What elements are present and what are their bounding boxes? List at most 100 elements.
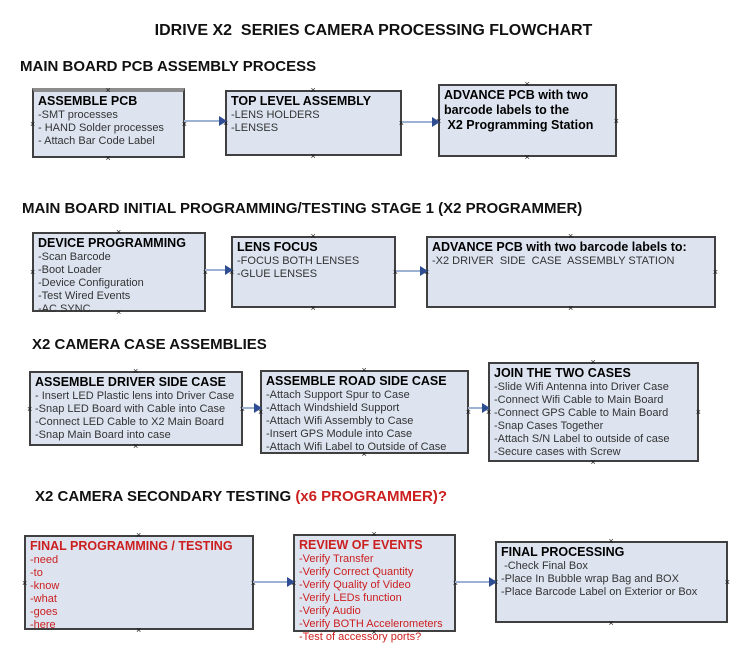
box-line: -here — [30, 619, 56, 631]
box-line: -Attach Support Spur to Case — [266, 389, 410, 401]
connection-anchor-icon: × — [310, 85, 316, 95]
connection-anchor-icon: × — [202, 267, 208, 277]
connection-anchor-icon: × — [310, 231, 316, 241]
arrow-head-icon — [219, 116, 227, 126]
flow-arrow-4 — [396, 266, 428, 276]
heading-red-part: (x6 PROGRAMMER)? — [295, 488, 447, 505]
box-line: -Verify BOTH Accelerometers — [299, 618, 443, 630]
flow-box-assemble-road-side-case: × × × × ASSEMBLE ROAD SIDE CASE -Attach … — [258, 366, 471, 459]
connection-anchor-icon: × — [524, 152, 530, 162]
box-line: -LENS HOLDERS — [231, 109, 320, 121]
box-line: -Attach S/N Label to outside of case — [494, 433, 670, 445]
section-heading-case-assemblies: X2 CAMERA CASE ASSEMBLIES — [32, 336, 267, 353]
box-line: -Test Wired Events — [38, 290, 131, 302]
flow-arrow-6 — [468, 403, 490, 413]
box-title: TOP LEVEL ASSEMBLY — [231, 94, 372, 108]
flow-box-final-programming-testing: × × × × FINAL PROGRAMMING / TESTING -nee… — [22, 531, 256, 635]
connection-anchor-icon: × — [568, 303, 574, 313]
box-line: - Insert LED Plastic lens into Driver Ca… — [35, 390, 235, 402]
box-line: -Verify Transfer — [299, 553, 374, 565]
box-line: -X2 DRIVER SIDE CASE ASSEMBLY STATION — [432, 255, 675, 267]
box-line: -Snap Cases Together — [494, 420, 604, 432]
flow-arrow-5 — [242, 403, 262, 413]
box-title: DEVICE PROGRAMMING — [38, 236, 186, 250]
section-heading-secondary-testing: X2 CAMERA SECONDARY TESTING (x6 PROGRAMM… — [35, 488, 447, 505]
box-line: -SMT processes — [38, 109, 118, 121]
connection-anchor-icon: × — [136, 625, 142, 635]
box-line: -Place Barcode Label on Exterior or Box — [501, 586, 698, 598]
arrow-head-icon — [254, 403, 262, 413]
box-line: -need — [30, 554, 59, 566]
flow-box-device-programming: × × × × DEVICE PROGRAMMING -Scan Barcode… — [30, 228, 208, 317]
connection-anchor-icon: × — [133, 441, 139, 451]
flow-box-advance-pcb-driver-side: × × × × ADVANCE PCB with two barcode lab… — [424, 232, 718, 313]
box-line: -Device Configuration — [38, 277, 144, 289]
box-line: -LENSES — [231, 122, 279, 134]
box-line: -FOCUS BOTH LENSES — [237, 255, 360, 267]
box-line: -Secure cases with Screw — [494, 446, 621, 458]
connection-anchor-icon: × — [452, 578, 458, 588]
flow-box-assemble-driver-side-case: × × × × ASSEMBLE DRIVER SIDE CASE - Inse… — [27, 367, 245, 451]
box-line: -goes — [30, 606, 58, 618]
section-heading-initial-programming: MAIN BOARD INITIAL PROGRAMMING/TESTING S… — [22, 200, 583, 217]
connection-anchor-icon: × — [310, 151, 316, 161]
connection-anchor-icon: × — [371, 627, 377, 637]
flow-arrow-1 — [184, 116, 227, 126]
box-line: -Snap LED Board with Cable into Case — [35, 403, 226, 415]
arrow-head-icon — [482, 403, 490, 413]
connection-anchor-icon: × — [105, 85, 111, 95]
connection-anchor-icon: × — [22, 577, 28, 588]
box-title: REVIEW OF EVENTS — [299, 538, 423, 552]
box-line: -GLUE LENSES — [237, 268, 318, 280]
box-title: JOIN THE TWO CASES — [494, 366, 631, 380]
box-line: -Connect GPS Cable to Main Board — [494, 407, 669, 419]
box-line: -Attach Windshield Support — [266, 402, 400, 414]
arrow-head-icon — [489, 577, 497, 587]
connection-anchor-icon: × — [30, 267, 36, 277]
connection-anchor-icon: × — [695, 407, 701, 417]
connection-anchor-icon: × — [136, 530, 142, 540]
flow-arrow-8 — [455, 577, 497, 587]
box-line: -Attach Wifi Label to Outside of Case — [266, 441, 447, 453]
connection-anchor-icon: × — [613, 115, 619, 126]
box-line: -Connect LED Cable to X2 Main Board — [35, 416, 224, 428]
flow-box-final-processing: × × × × FINAL PROCESSING -Check Final Bo… — [493, 537, 730, 628]
box-line: -Test of accessory ports? — [299, 631, 422, 643]
connection-anchor-icon: × — [724, 577, 730, 587]
flow-arrow-7 — [253, 577, 295, 587]
section-heading-pcb-assembly: MAIN BOARD PCB ASSEMBLY PROCESS — [20, 58, 317, 75]
flow-arrow-3 — [205, 265, 233, 275]
connection-anchor-icon: × — [116, 307, 122, 317]
connection-anchor-icon: × — [30, 119, 36, 129]
box-line: -to — [30, 567, 43, 579]
box-line: -Verify Correct Quantity — [299, 566, 414, 578]
connection-anchor-icon: × — [116, 227, 122, 237]
connection-anchor-icon: × — [398, 118, 404, 128]
box-title: LENS FOCUS — [237, 240, 318, 254]
connection-anchor-icon: × — [712, 267, 718, 277]
connection-anchor-icon: × — [361, 365, 367, 375]
box-line: -know — [30, 580, 60, 592]
connection-anchor-icon: × — [392, 267, 398, 277]
box-line: -Slide Wifi Antenna into Driver Case — [494, 381, 669, 393]
flow-box-top-level-assembly: × × × × TOP LEVEL ASSEMBLY -LENS HOLDERS… — [223, 86, 404, 161]
connection-anchor-icon: × — [524, 79, 530, 89]
connection-anchor-icon: × — [371, 529, 377, 539]
page-title: IDRIVE X2 SERIES CAMERA PROCESSING FLOWC… — [154, 22, 593, 39]
box-line: -Snap Main Board into case — [35, 429, 171, 441]
box-line: -AC SYNC — [38, 303, 91, 315]
flow-arrow-2 — [402, 117, 440, 127]
box-line: -Verify LEDs function — [299, 592, 402, 604]
connection-anchor-icon: × — [590, 457, 596, 467]
box-line: -Boot Loader — [38, 264, 102, 276]
connection-anchor-icon: × — [133, 366, 139, 376]
box-title: FINAL PROCESSING — [501, 545, 625, 559]
box-title: ASSEMBLE ROAD SIDE CASE — [266, 374, 447, 388]
box-line: - HAND Solder processes — [38, 122, 164, 134]
box-title: ASSEMBLE PCB — [38, 94, 138, 108]
heading-black-part: X2 CAMERA SECONDARY TESTING — [35, 488, 296, 505]
box-title: ADVANCE PCB with two barcode labels to: — [432, 240, 687, 254]
box-line: -Insert GPS Module into Case — [266, 428, 413, 440]
box-line: X2 Programming Station — [444, 118, 594, 132]
